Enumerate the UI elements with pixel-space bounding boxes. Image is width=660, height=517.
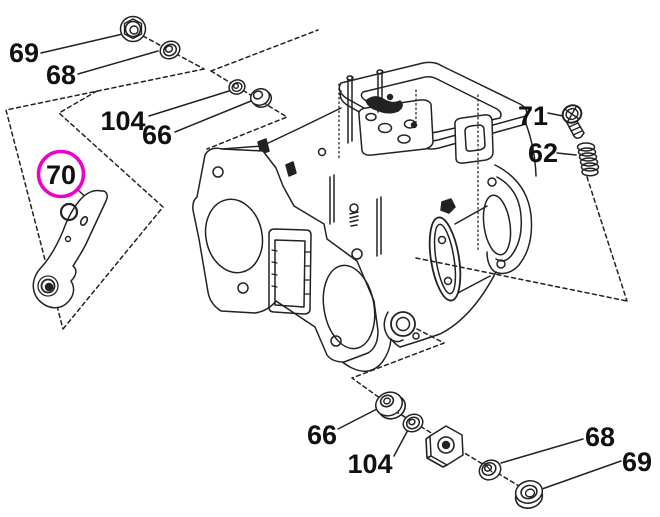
dash-line-part70-bracket bbox=[58, 90, 164, 330]
spring-icon[interactable] bbox=[576, 142, 600, 177]
highlight-circle-part-70 bbox=[36, 149, 86, 199]
leader-104-top bbox=[148, 90, 230, 117]
leader-71 bbox=[547, 112, 564, 117]
dash-line-spring bbox=[586, 176, 628, 302]
part-label-68-top[interactable]: 68 bbox=[46, 60, 76, 90]
washer-icon[interactable] bbox=[157, 38, 182, 62]
leader-66-top bbox=[174, 100, 252, 133]
lever-arm-icon[interactable] bbox=[32, 189, 108, 309]
part-label-66-top[interactable]: 66 bbox=[142, 120, 172, 150]
washer-icon[interactable] bbox=[227, 78, 247, 97]
washer-icon[interactable] bbox=[476, 456, 504, 483]
dash-line-104-66-upper bbox=[210, 29, 319, 72]
part-label-104-bottom[interactable]: 104 bbox=[347, 449, 392, 479]
lever-ring-detail bbox=[59, 202, 79, 222]
leader-68-top bbox=[77, 50, 159, 75]
washer-icon[interactable] bbox=[400, 411, 425, 435]
bushing-icon[interactable] bbox=[372, 388, 409, 422]
part-label-71[interactable]: 71 bbox=[518, 101, 548, 131]
part-label-69-top[interactable]: 69 bbox=[9, 38, 39, 68]
leader-68-bottom bbox=[500, 438, 584, 464]
bushing-icon[interactable] bbox=[248, 86, 273, 110]
leader-104-bottom bbox=[393, 427, 410, 457]
part-label-66-bottom[interactable]: 66 bbox=[307, 420, 337, 450]
part-label-104-top[interactable]: 104 bbox=[100, 106, 145, 136]
leader-62 bbox=[556, 152, 577, 156]
hex-fitting-icon[interactable] bbox=[425, 425, 464, 468]
flange-nut-icon[interactable] bbox=[513, 478, 545, 511]
dash-line-bottom-zigzag bbox=[351, 328, 445, 402]
part-label-69-bottom[interactable]: 69 bbox=[622, 447, 652, 477]
dash-line-104-66-axis bbox=[206, 70, 288, 150]
dash-line-right-bracket bbox=[415, 257, 628, 302]
screw-icon[interactable] bbox=[560, 102, 585, 140]
leader-66-bottom bbox=[337, 408, 378, 430]
leader-69-top bbox=[40, 32, 128, 54]
flange-nut-icon[interactable] bbox=[119, 15, 147, 43]
leader-lines bbox=[40, 32, 622, 490]
part-label-68-bottom[interactable]: 68 bbox=[585, 422, 615, 452]
dash-line-left-bracket bbox=[5, 68, 205, 330]
part-label-70[interactable]: 70 bbox=[46, 160, 76, 190]
part-label-62[interactable]: 62 bbox=[528, 138, 558, 168]
leader-69-bottom bbox=[541, 460, 622, 490]
carburetor-illustration bbox=[192, 61, 537, 372]
